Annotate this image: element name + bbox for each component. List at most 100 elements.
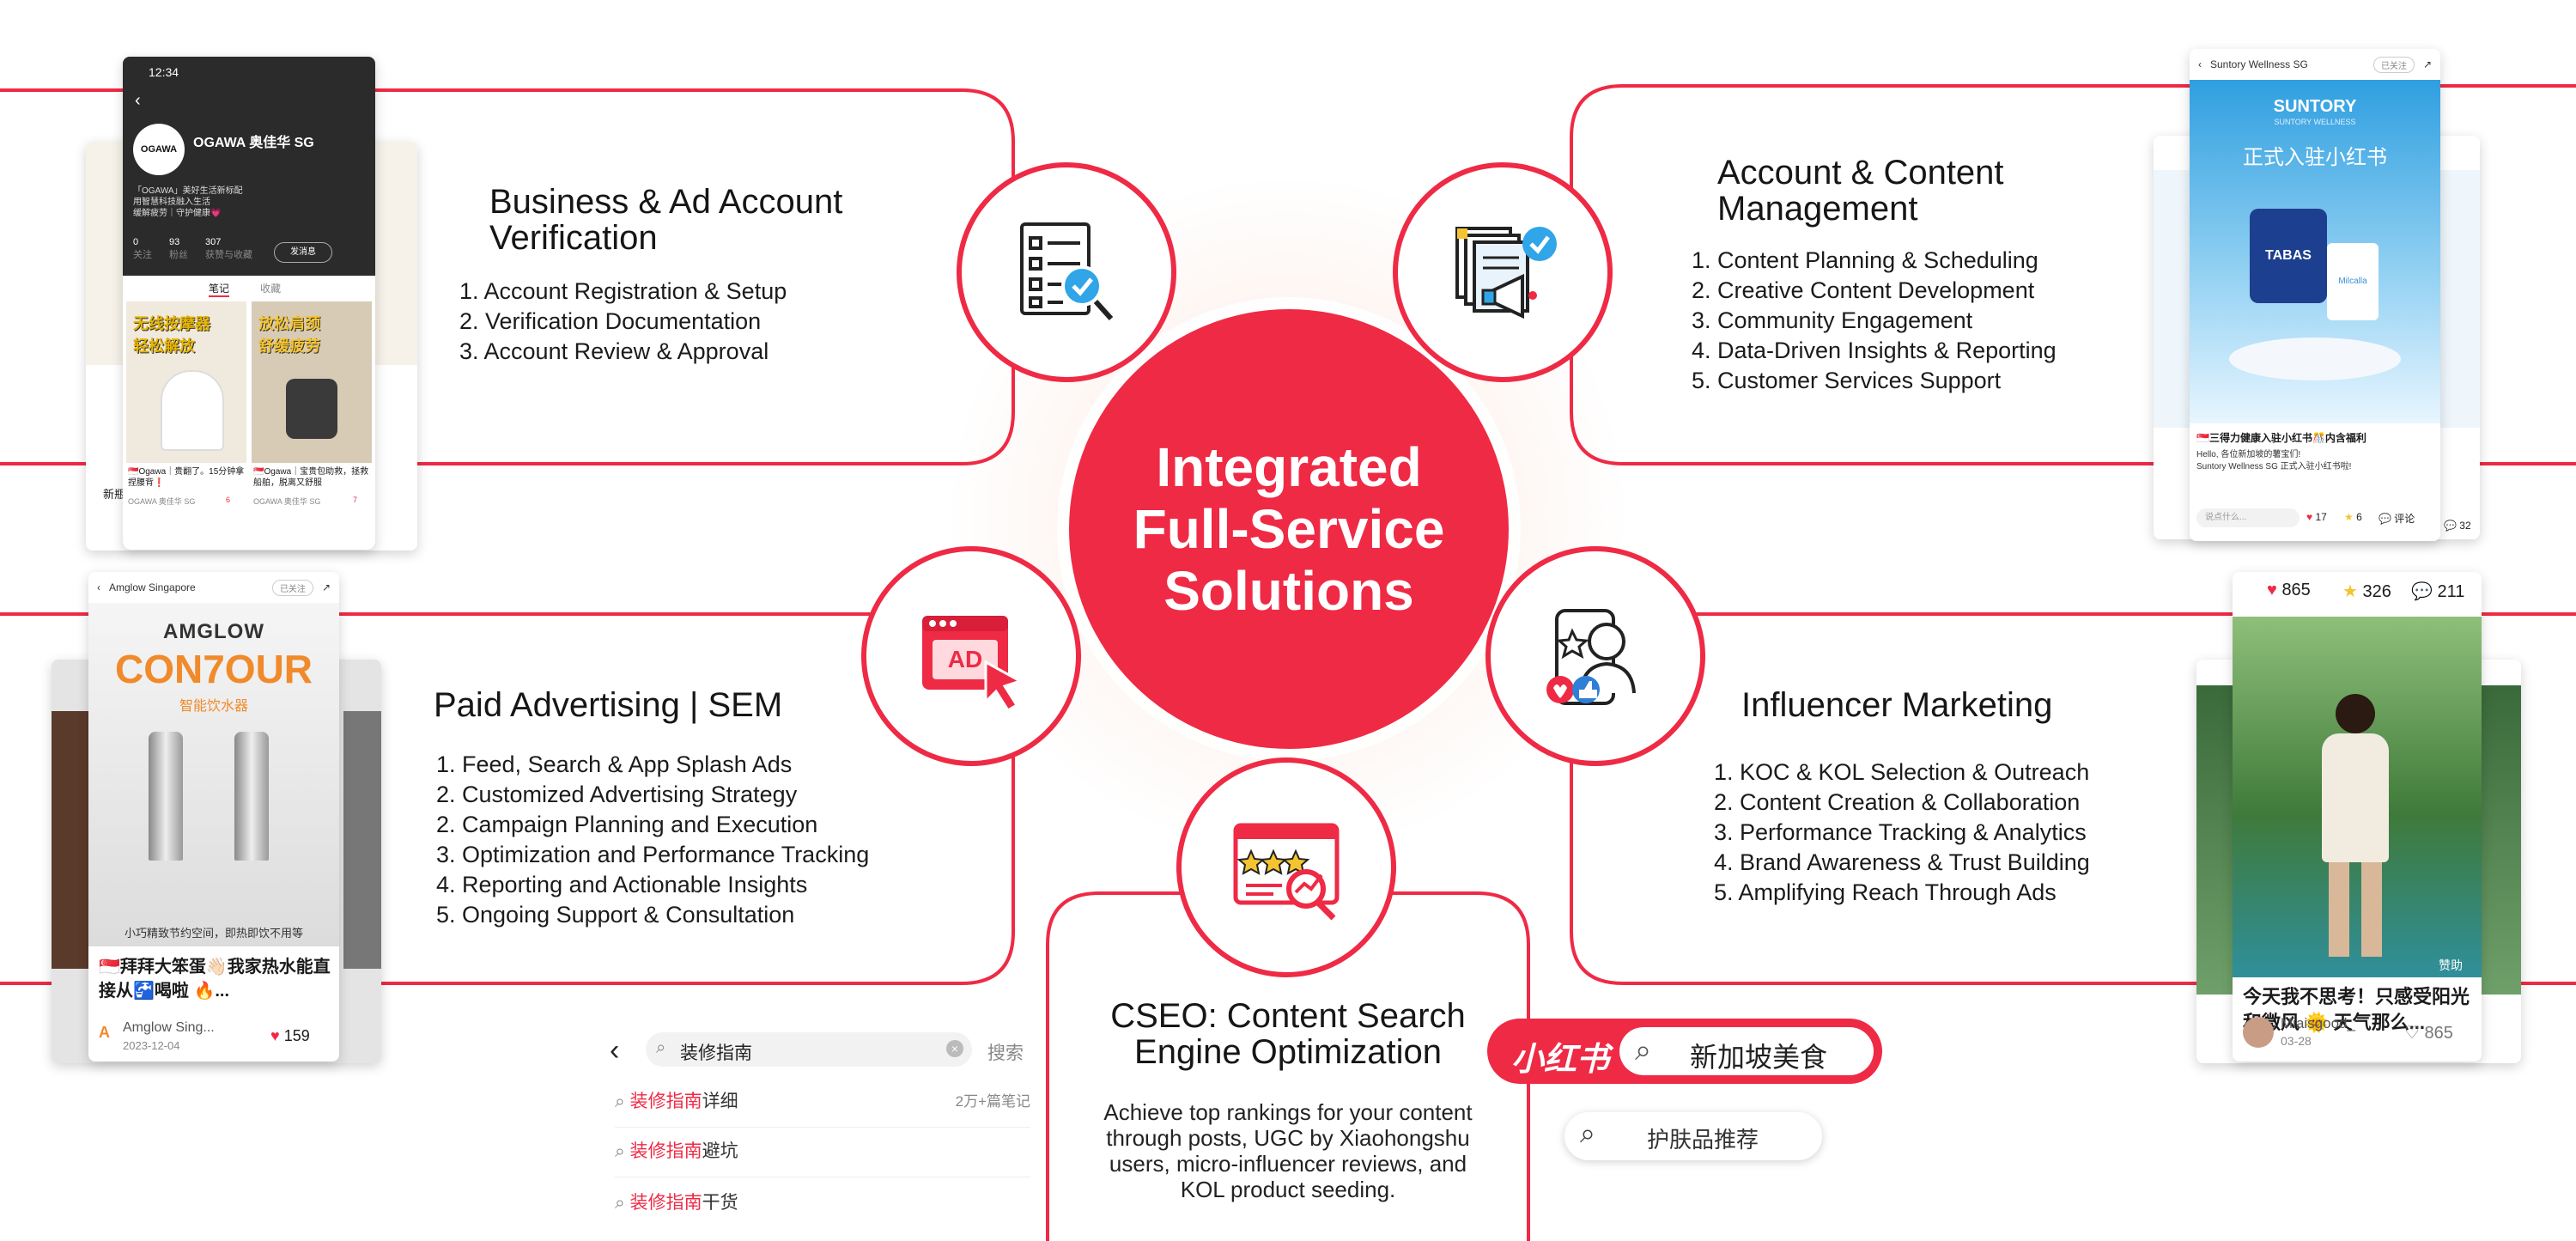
- suggestion-item[interactable]: ⌕ 装修指南详细 2万+篇笔记: [615, 1087, 1030, 1128]
- likes-count: 6: [226, 496, 231, 504]
- influencer-list: 1. KOC & KOL Selection & Outreach 2. Con…: [1714, 757, 2090, 908]
- business-title: Business & Ad Account Verification: [489, 183, 843, 257]
- follow-status[interactable]: 已关注: [271, 579, 313, 596]
- post-date: 2023-12-04: [123, 1039, 180, 1052]
- product-box: TABAS: [2250, 209, 2327, 303]
- message-button[interactable]: 发消息: [274, 242, 332, 263]
- suggestion-item[interactable]: ⌕ 装修指南干货: [615, 1193, 738, 1213]
- xhs-search-bar[interactable]: 小红书 ⌕ 新加坡美食: [1487, 1019, 1882, 1084]
- clear-icon[interactable]: ×: [946, 1040, 963, 1057]
- back-chevron-icon[interactable]: ‹: [2198, 58, 2202, 70]
- node-paid: AD: [861, 546, 1081, 766]
- search-icon: ⌕: [656, 1038, 666, 1057]
- cseo-title: CSEO: Content Search Engine Optimization: [1110, 997, 1466, 1071]
- account-item: 5. Customer Services Support: [1692, 368, 2002, 393]
- secondary-search-query: 护肤品推荐: [1647, 1127, 1759, 1153]
- star-icon: ★: [2342, 582, 2358, 601]
- node-account: [1393, 162, 1613, 382]
- likes[interactable]: ♥ 159: [270, 1027, 310, 1044]
- paid-item: 3. Optimization and Performance Tracking: [436, 842, 870, 867]
- post-date: 03-28: [2281, 1034, 2312, 1048]
- post-title: 🇸🇬Ogawa｜贵翻了。15分钟拿捏腰背❗: [128, 467, 245, 488]
- paid-item: 5. Ongoing Support & Consultation: [436, 902, 795, 928]
- likes[interactable]: ♡ 865: [2404, 1024, 2453, 1043]
- tab-collect[interactable]: 收藏: [260, 283, 282, 295]
- note-tile[interactable]: 无线按摩器 轻松解放: [126, 301, 246, 463]
- share-icon[interactable]: ↗: [2422, 58, 2432, 70]
- search-input[interactable]: ⌕ 装修指南 ×: [646, 1032, 972, 1067]
- node-cseo: [1176, 757, 1396, 977]
- stars[interactable]: ★ 6: [2344, 511, 2362, 523]
- post-image[interactable]: AMGLOW CON7OUR 智能饮水器 小巧精致节约空间，即热即饮不用等: [88, 603, 339, 946]
- comments[interactable]: 💬 211: [2411, 582, 2465, 601]
- svg-text:AD: AD: [948, 646, 982, 672]
- product-sub: 智能饮水器: [179, 699, 248, 714]
- status-time: 12:34: [149, 65, 179, 79]
- heart-icon: ♥: [2306, 511, 2313, 523]
- account-list: 1. Content Planning & Scheduling 2. Crea…: [1692, 246, 2057, 396]
- back-card-title: 新瓶: [103, 488, 126, 501]
- account-item: 4. Data-Driven Insights & Reporting: [1692, 338, 2057, 363]
- influencer-item: 2. Content Creation & Collaboration: [1714, 789, 2081, 815]
- search-mock: ‹ ⌕ 装修指南 × 搜索 ⌕ 装修指南详细 2万+篇笔记 ⌕ 装修指南避坑 ⌕…: [606, 1029, 1036, 1241]
- back-chevron-icon[interactable]: ‹: [97, 581, 100, 593]
- influencer-title: Influencer Marketing: [1741, 686, 2053, 724]
- note-tile[interactable]: 放松肩颈 舒缓疲劳: [252, 301, 372, 463]
- account-title: Account & Content Management: [1717, 154, 2004, 228]
- paid-list: 1. Feed, Search & App Splash Ads 2. Cust…: [436, 750, 869, 930]
- comments[interactable]: 💬 评论: [2379, 513, 2415, 525]
- paid-item: 1. Feed, Search & App Splash Ads: [436, 751, 793, 777]
- comment-input[interactable]: 说点什么...: [2196, 508, 2300, 527]
- xhs-logo: 小红书: [1511, 1042, 1610, 1078]
- secondary-search-pill[interactable]: ⌕ 护肤品推荐: [1564, 1112, 1822, 1160]
- comment-icon: 💬: [2379, 513, 2391, 525]
- notes-panel: 笔记 收藏 无线按摩器 轻松解放 放松肩颈 舒缓疲劳 🇸🇬Ogawa｜贵翻了。1…: [123, 276, 375, 550]
- sponsored-badge: 赞助: [2439, 958, 2463, 972]
- profile-bio: 「OGAWA」美好生活新标配 用智慧科技融入生活 缓解疲劳｜守护健康💗: [133, 186, 243, 218]
- center-title: Integrated Full-Service Solutions: [1133, 436, 1445, 622]
- influencer-item: 1. KOC & KOL Selection & Outreach: [1714, 759, 2090, 785]
- post-title: 🇸🇬三得力健康入驻小红书🎊内含福利: [2196, 432, 2366, 444]
- star-icon: ★: [2344, 511, 2354, 523]
- post-image[interactable]: SUNTORY SUNTORY WELLNESS 正式入驻小红书 TABAS M…: [2190, 80, 2440, 423]
- brand-sub: SUNTORY WELLNESS: [2274, 118, 2356, 126]
- search-icon: ⌕: [1580, 1117, 1595, 1148]
- paid-item: 2. Campaign Planning and Execution: [436, 812, 818, 837]
- likes[interactable]: ♥ 865: [2267, 581, 2311, 599]
- checklist-magnifier-icon: [1020, 222, 1114, 321]
- xhs-search-field[interactable]: ⌕ 新加坡美食: [1619, 1027, 1874, 1075]
- cseo-body: Achieve top rankings for your content th…: [1103, 1099, 1473, 1202]
- product-name: CON7OUR: [114, 647, 313, 691]
- back-chevron-icon[interactable]: ‹: [135, 91, 141, 110]
- suggestion-item[interactable]: ⌕ 装修指南避坑: [615, 1137, 1030, 1177]
- heart-icon: ♡: [2404, 1024, 2420, 1043]
- stars[interactable]: ★ 326: [2342, 582, 2391, 601]
- post-image[interactable]: 赞助: [2233, 617, 2482, 977]
- account-name: Amglow Singapore: [109, 581, 196, 593]
- business-item: 2. Verification Documentation: [459, 308, 762, 334]
- tab-notes[interactable]: 笔记: [209, 281, 230, 297]
- influencer-phone: ♥ 865 ★ 326 💬 211 赞助 今天我不思考！只感受阳光和微风 🌞 天…: [2233, 572, 2482, 1062]
- ad-window-cursor-icon: AD: [922, 616, 1024, 713]
- avatar: OGAWA: [133, 124, 185, 175]
- back-chevron-icon[interactable]: ‹: [610, 1034, 620, 1067]
- amglow-phone: ‹ Amglow Singapore 已关注 ↗ AMGLOW CON7OUR …: [88, 572, 339, 1062]
- follow-status[interactable]: 已关注: [2372, 56, 2415, 73]
- paid-item: 4. Reporting and Actionable Insights: [436, 872, 808, 897]
- search-button[interactable]: 搜索: [987, 1043, 1024, 1063]
- tagline: 小巧精致节约空间，即热即饮不用等: [124, 927, 303, 940]
- search-icon: ⌕: [1635, 1034, 1652, 1067]
- share-icon[interactable]: ↗: [321, 581, 331, 593]
- likes[interactable]: ♥ 17: [2306, 511, 2327, 523]
- brand-avatar-icon: A: [99, 1024, 110, 1041]
- post-title: 🇸🇬Ogawa｜宝贵包助救，拯救船舶，脱离又舒服: [253, 467, 369, 488]
- post-author: OGAWA 奥佳华 SG: [128, 497, 196, 506]
- ogawa-profile-phone: 12:34 ‹ OGAWA OGAWA 奥佳华 SG 「OGAWA」美好生活新标…: [123, 57, 375, 550]
- brand-logo: AMGLOW: [163, 620, 264, 643]
- paid-item: 2. Customized Advertising Strategy: [436, 782, 798, 807]
- xhs-search-query: 新加坡美食: [1690, 1042, 1828, 1073]
- account-item: 3. Community Engagement: [1692, 307, 1973, 333]
- paid-title: Paid Advertising | SEM: [434, 686, 783, 724]
- product-box: Milcalla: [2327, 243, 2379, 320]
